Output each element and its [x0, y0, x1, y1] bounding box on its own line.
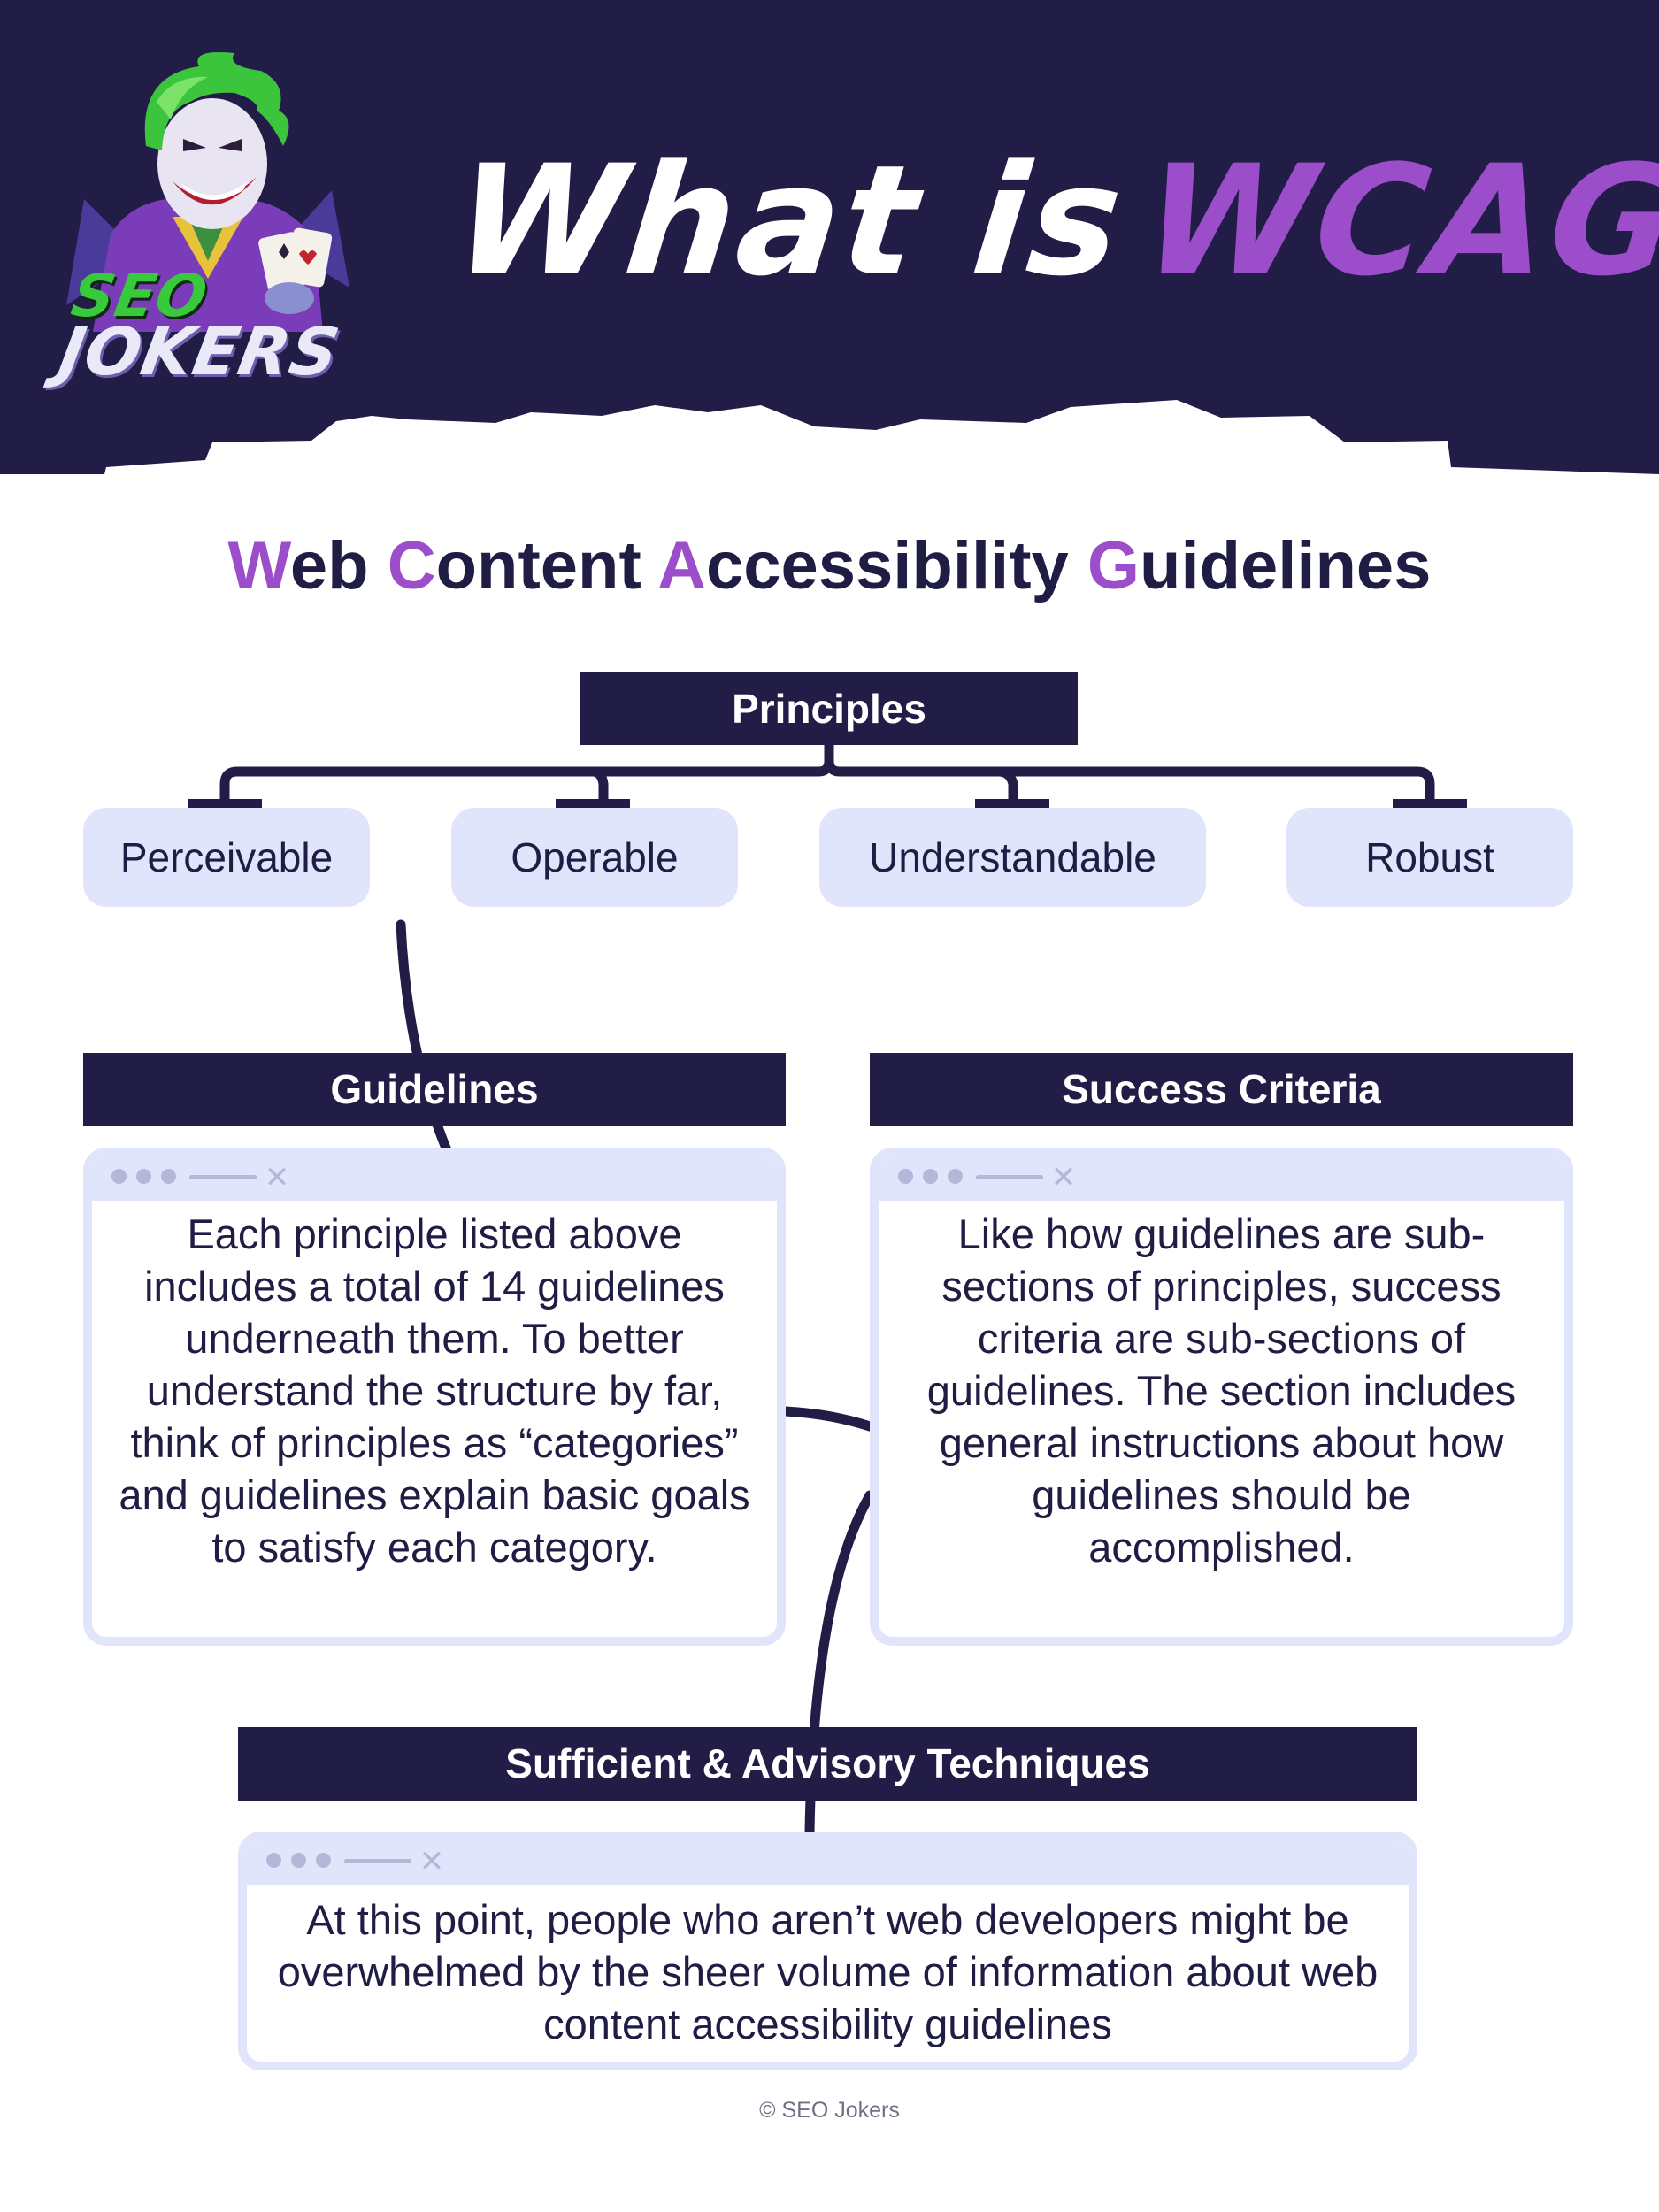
principle-perceivable: Perceivable [83, 808, 370, 907]
flow-link [780, 1406, 875, 1432]
dash-icon [976, 1175, 1043, 1179]
subtitle-initial: A [657, 528, 706, 603]
subtitle-word-rest: uidelines [1140, 528, 1432, 603]
dash-icon [344, 1859, 411, 1863]
success-criteria-heading: Success Criteria [870, 1053, 1573, 1126]
success-criteria-window: ✕ Like how guidelines are sub-sections o… [870, 1148, 1573, 1646]
principle-robust: Robust [1286, 808, 1573, 907]
subtitle-initial: C [387, 528, 436, 603]
dot-icon [136, 1169, 151, 1184]
dot-icon [948, 1169, 963, 1184]
dash-icon [189, 1175, 257, 1179]
guidelines-window: ✕ Each principle listed above includes a… [83, 1148, 786, 1646]
tree-cap [1393, 799, 1467, 809]
principles-heading: Principles [580, 672, 1078, 745]
dot-icon [111, 1169, 127, 1184]
close-icon: ✕ [1050, 1160, 1077, 1195]
principle-understandable: Understandable [819, 808, 1206, 907]
dot-icon [266, 1853, 281, 1868]
principle-operable: Operable [451, 808, 738, 907]
tree-branch [588, 766, 609, 807]
guidelines-heading: Guidelines [83, 1053, 786, 1126]
close-icon: ✕ [264, 1160, 290, 1195]
dot-icon [316, 1853, 331, 1868]
close-icon: ✕ [419, 1844, 445, 1879]
dot-icon [898, 1169, 913, 1184]
tree-branch [824, 756, 1435, 807]
techniques-text: At this point, people who aren’t web dev… [277, 1896, 1379, 2047]
joker-logo-icon [66, 52, 349, 341]
guidelines-text: Each principle listed above includes a t… [119, 1210, 750, 1571]
tree-cap [975, 799, 1049, 809]
subtitle-word-rest: ccessibility [705, 528, 1069, 603]
dot-icon [161, 1169, 176, 1184]
success-criteria-text: Like how guidelines are sub-sections of … [926, 1210, 1517, 1571]
subtitle-initial: W [227, 528, 290, 603]
tree-cap [188, 799, 262, 809]
subtitle-initial: G [1087, 528, 1141, 603]
copyright-text: © SEO Jokers [759, 2098, 900, 2123]
tree-cap [556, 799, 630, 809]
window-titlebar: ✕ [879, 1156, 1564, 1201]
dot-icon [291, 1853, 306, 1868]
subtitle: Web Content Accessibility Guidelines [0, 524, 1659, 609]
window-titlebar: ✕ [92, 1156, 777, 1201]
header-background [0, 0, 1659, 474]
techniques-heading: Sufficient & Advisory Techniques [238, 1727, 1417, 1801]
techniques-window: ✕ At this point, people who aren’t web d… [238, 1832, 1417, 2070]
subtitle-word-rest: eb [289, 528, 369, 603]
tree-trunk [219, 740, 834, 807]
tree-branch [993, 766, 1018, 807]
window-titlebar: ✕ [247, 1840, 1409, 1885]
subtitle-word-rest: ontent [435, 528, 641, 603]
dot-icon [923, 1169, 938, 1184]
